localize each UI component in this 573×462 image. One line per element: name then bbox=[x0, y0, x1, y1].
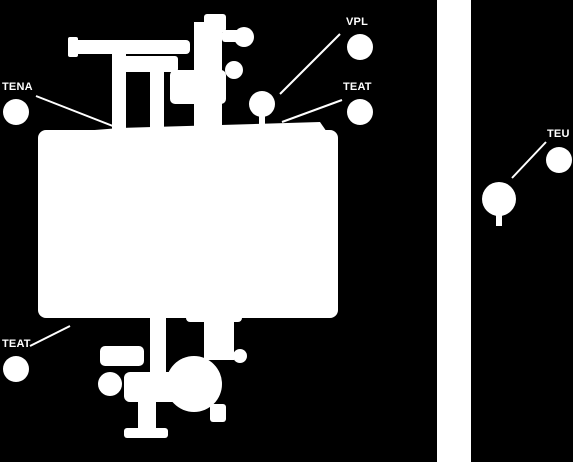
valve-knob bbox=[234, 27, 254, 47]
lower-manifold bbox=[186, 282, 242, 322]
main-body bbox=[38, 130, 338, 318]
remote-sensor-head bbox=[482, 182, 516, 216]
callout-dot-teat-top bbox=[347, 99, 373, 125]
lower-outlet-pipe bbox=[150, 318, 166, 374]
leader-vpl bbox=[279, 33, 341, 95]
remote-sensor-silhouette bbox=[482, 182, 516, 226]
actuator bbox=[225, 61, 243, 79]
callout-dot-teu bbox=[546, 147, 572, 173]
callout-dot-teat-bottom bbox=[3, 356, 29, 382]
top-sensor-ball bbox=[249, 91, 275, 117]
upper-pipe bbox=[72, 40, 190, 54]
valve-top bbox=[204, 14, 226, 32]
callout-label-teat-bottom: TEAT bbox=[2, 338, 31, 350]
main-unit-silhouette bbox=[38, 14, 338, 438]
body-top-lid bbox=[44, 122, 338, 160]
left-support bbox=[112, 54, 126, 134]
remote-sensor-stem bbox=[496, 212, 502, 226]
upper-pipe-end bbox=[68, 37, 78, 57]
valve-body bbox=[170, 70, 226, 104]
side-gauge bbox=[233, 349, 247, 363]
bottom-valve-stem bbox=[138, 398, 156, 432]
pump-fitting-knob bbox=[98, 372, 122, 396]
leader-teu bbox=[511, 141, 547, 179]
leader-teat-bottom bbox=[29, 325, 71, 347]
lower-drop-pipe bbox=[204, 318, 234, 360]
top-sensor-stem bbox=[259, 114, 265, 128]
bottom-side-fitting bbox=[210, 404, 226, 422]
callout-label-tena: TENA bbox=[2, 81, 33, 93]
callout-dot-tena bbox=[3, 99, 29, 125]
mid-support bbox=[150, 56, 164, 130]
pump-outlet bbox=[124, 372, 204, 402]
leader-teat-top bbox=[281, 99, 343, 123]
divider-strip bbox=[437, 0, 471, 462]
pump-fitting-left bbox=[100, 346, 144, 366]
leader-tena bbox=[35, 95, 119, 129]
callout-label-teat-top: TEAT bbox=[343, 81, 372, 93]
callout-dot-vpl bbox=[347, 34, 373, 60]
callout-label-teu: TEU bbox=[547, 128, 570, 140]
callout-label-vpl: VPL bbox=[346, 16, 368, 28]
bottom-valve-base bbox=[124, 428, 168, 438]
leader-lines bbox=[29, 33, 547, 347]
